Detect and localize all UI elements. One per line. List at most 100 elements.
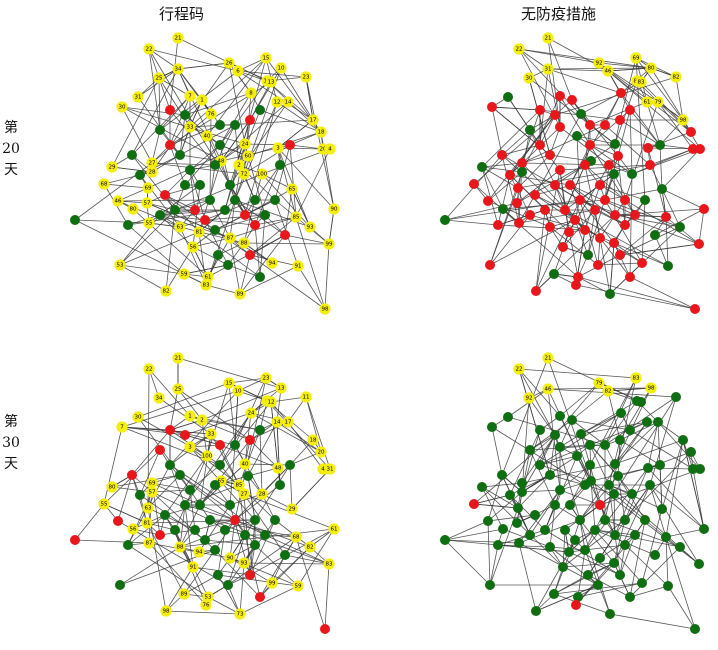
network-node bbox=[280, 550, 290, 560]
network-edge bbox=[497, 209, 546, 226]
network-edge bbox=[184, 504, 236, 521]
network-node bbox=[575, 515, 585, 525]
network-edge bbox=[617, 109, 631, 157]
network-node bbox=[604, 160, 614, 170]
network-edge bbox=[284, 188, 293, 236]
network-node-label: 56 bbox=[130, 526, 137, 532]
network-node bbox=[517, 158, 527, 168]
network-node-labeled bbox=[275, 62, 287, 74]
network-node bbox=[550, 500, 560, 510]
network-edge bbox=[489, 219, 576, 266]
network-node bbox=[600, 120, 610, 130]
network-node-labeled bbox=[106, 481, 118, 493]
network-node-label: 98 bbox=[680, 117, 687, 123]
network-edge bbox=[204, 214, 266, 221]
network-node bbox=[572, 131, 582, 141]
network-node-labeled bbox=[233, 159, 245, 171]
network-edge bbox=[270, 396, 307, 403]
network-edge bbox=[219, 444, 279, 469]
network-node bbox=[250, 220, 260, 230]
network-edge bbox=[539, 455, 578, 466]
network-node-label: 11 bbox=[303, 394, 310, 400]
network-node-labeled bbox=[234, 288, 246, 300]
network-node bbox=[585, 120, 595, 130]
network-node bbox=[678, 435, 688, 445]
network-node-labeled bbox=[256, 488, 268, 500]
network-edge bbox=[501, 357, 549, 476]
network-edge bbox=[577, 276, 696, 310]
network-node-label: 88 bbox=[177, 544, 184, 550]
network-node bbox=[225, 180, 235, 190]
network-edge bbox=[219, 92, 252, 146]
network-node-label: 91 bbox=[295, 263, 302, 269]
network-node-labeled bbox=[174, 541, 186, 553]
network-node-label: 89 bbox=[237, 291, 244, 297]
network-node bbox=[213, 570, 223, 580]
network-node bbox=[609, 169, 619, 179]
network-edge bbox=[238, 429, 261, 486]
row-label-day-30: 第 30 天 bbox=[2, 412, 20, 475]
network-node bbox=[250, 195, 260, 205]
network-node bbox=[485, 580, 495, 590]
network-edge bbox=[184, 412, 252, 506]
network-edge bbox=[261, 173, 311, 228]
network-node-labeled bbox=[234, 608, 246, 620]
network-edge bbox=[553, 593, 611, 615]
network-edge bbox=[613, 396, 677, 495]
network-node-label: 20 bbox=[318, 449, 325, 455]
network-node bbox=[517, 478, 527, 488]
network-node bbox=[585, 140, 595, 150]
network-node bbox=[630, 530, 640, 540]
network-edge bbox=[324, 563, 330, 630]
network-edge bbox=[151, 162, 216, 166]
network-edge bbox=[661, 188, 705, 210]
network-edge bbox=[229, 444, 236, 506]
network-node bbox=[275, 480, 285, 490]
network-node bbox=[483, 196, 493, 206]
network-edge bbox=[659, 144, 694, 150]
network-node bbox=[245, 250, 255, 260]
network-edge bbox=[270, 401, 279, 469]
network-edge bbox=[553, 231, 570, 275]
network-edge bbox=[521, 109, 541, 164]
network-edge bbox=[127, 514, 166, 546]
network-node-label: 46 bbox=[545, 386, 552, 392]
network-node bbox=[180, 110, 190, 120]
network-edge bbox=[501, 154, 520, 224]
network-node-label: 63 bbox=[145, 505, 152, 511]
network-edge bbox=[613, 242, 643, 264]
network-node bbox=[175, 470, 185, 480]
network-node-label: 65 bbox=[289, 186, 296, 192]
network-node-labeled bbox=[542, 32, 554, 44]
network-node bbox=[613, 151, 623, 161]
network-node bbox=[469, 499, 479, 509]
network-edge bbox=[657, 101, 694, 150]
network-node-labeled bbox=[178, 588, 190, 600]
network-edge bbox=[521, 434, 556, 484]
network-node-labeled bbox=[196, 414, 208, 426]
network-edge bbox=[151, 113, 212, 164]
network-node-labeled bbox=[146, 157, 158, 169]
network-edge bbox=[199, 504, 236, 521]
network-node bbox=[609, 558, 619, 568]
network-edge bbox=[481, 166, 499, 226]
network-edge bbox=[184, 484, 240, 506]
network-node-label: 6 bbox=[236, 68, 240, 74]
network-node bbox=[160, 510, 170, 520]
network-edge bbox=[521, 474, 551, 493]
network-node-labeled bbox=[127, 523, 139, 535]
network-node-labeled bbox=[184, 90, 196, 102]
network-edge bbox=[547, 68, 609, 72]
network-node-label: 76 bbox=[203, 602, 210, 608]
network-edge bbox=[148, 368, 191, 417]
network-node bbox=[615, 250, 625, 260]
network-node bbox=[585, 440, 595, 450]
network-node-labeled bbox=[593, 377, 605, 389]
network-node bbox=[497, 150, 507, 160]
network-node bbox=[165, 105, 175, 115]
network-node bbox=[205, 515, 215, 525]
network-edge bbox=[111, 166, 153, 173]
network-node bbox=[215, 460, 225, 470]
network-node-label: 24 bbox=[248, 410, 255, 416]
